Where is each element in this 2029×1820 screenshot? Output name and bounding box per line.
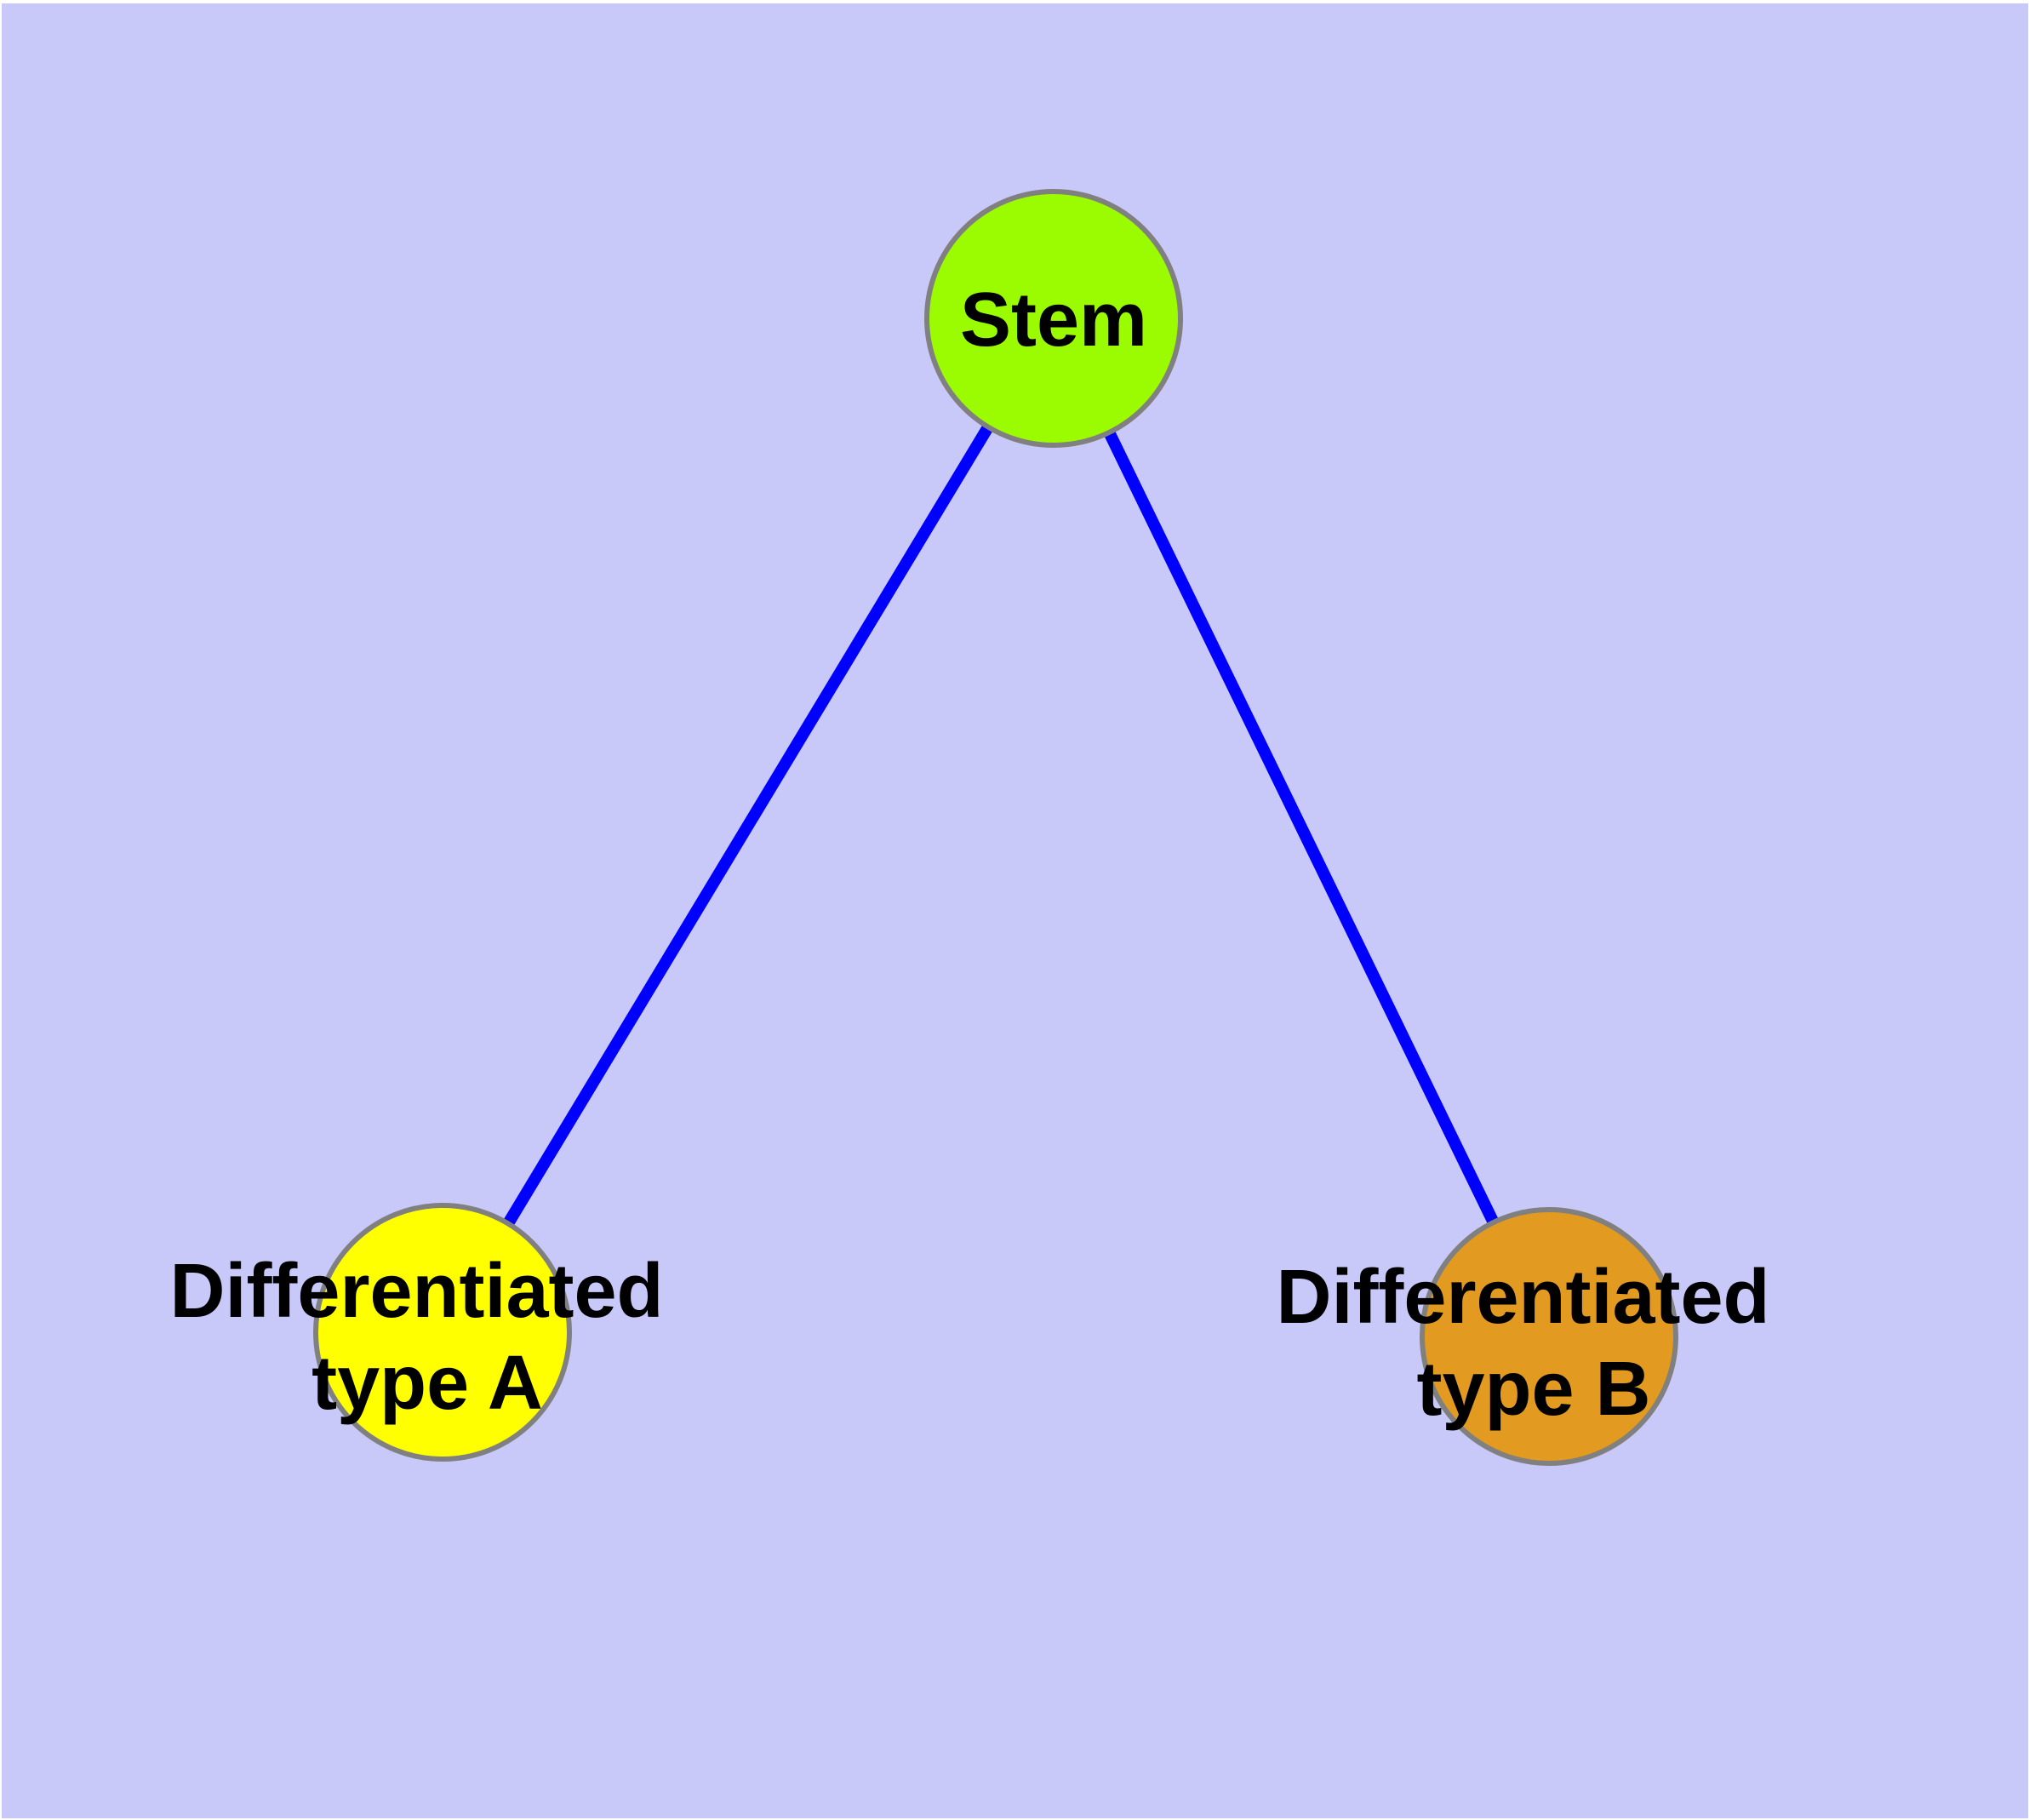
edge-stem-to-type-a <box>437 315 1059 1336</box>
edge-stem-to-type-b <box>1048 315 1555 1340</box>
differentiated-type-b-node-label: Differentiated type B <box>1276 1255 1791 1432</box>
differentiated-type-a-node-circle <box>313 1203 572 1462</box>
stem-node-circle <box>924 189 1183 448</box>
stem-node-label: Stem <box>960 278 1147 363</box>
differentiated-type-b-label-line-1: Differentiated <box>1276 1255 1769 1340</box>
differentiated-type-a-label-line-2: type A <box>311 1341 543 1426</box>
differentiated-type-b-label-line-2: type B <box>1416 1347 1650 1432</box>
differentiated-type-a-node-label: Differentiated type A <box>169 1249 684 1426</box>
differentiated-type-b-node-circle <box>1420 1207 1678 1466</box>
differentiated-type-a-label-line-1: Differentiated <box>169 1249 663 1334</box>
